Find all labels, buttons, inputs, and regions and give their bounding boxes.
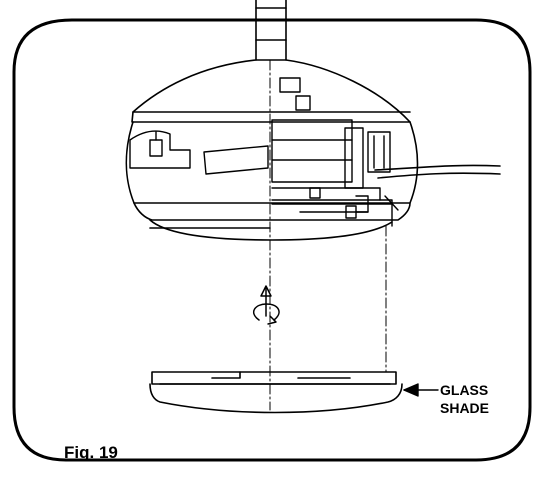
wires [374, 164, 501, 179]
left-hub [129, 130, 269, 175]
figure-label: Fig. 19 [64, 443, 118, 462]
down-rod [255, 0, 287, 61]
rotate-arrow-icon [252, 285, 280, 325]
glass-shade-label-line1: GLASS [440, 382, 489, 398]
glass-shade-label: GLASS SHADE [440, 381, 489, 417]
glass-shade-label-line2: SHADE [440, 400, 490, 416]
figure-frame [12, 18, 532, 462]
glass-shade [149, 371, 403, 414]
fan-housing [125, 59, 419, 241]
motor-internals [271, 77, 399, 227]
callout-arrow [403, 383, 439, 397]
